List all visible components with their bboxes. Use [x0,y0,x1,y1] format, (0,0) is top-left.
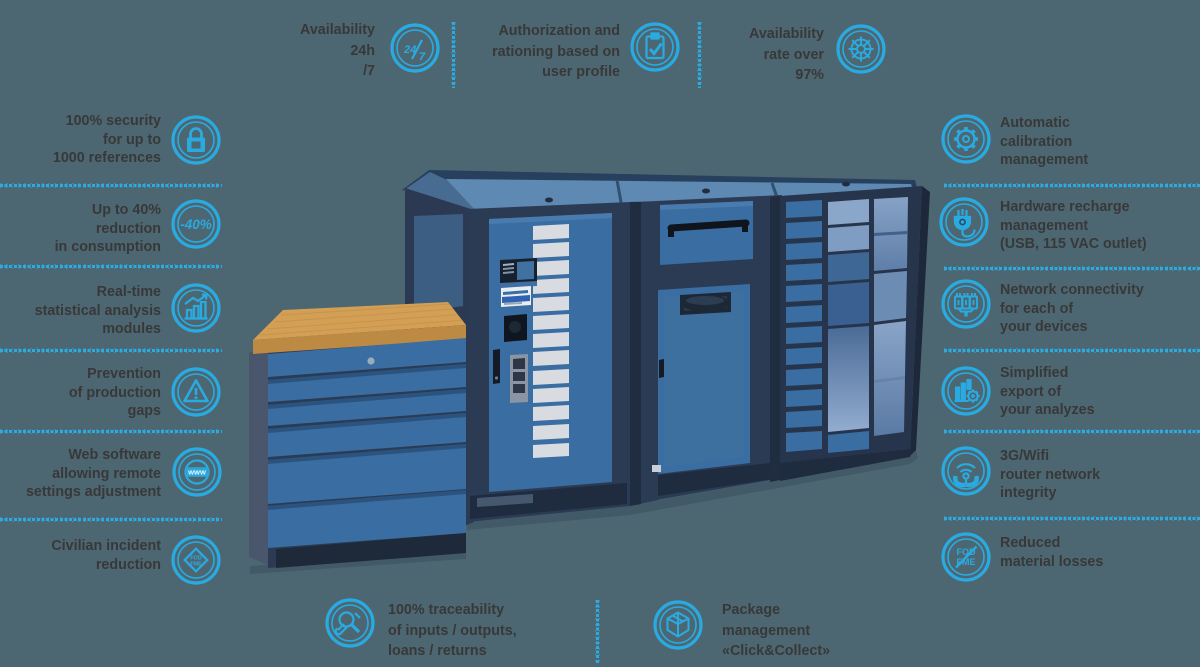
svg-text:24: 24 [403,44,416,56]
svg-text:FOD: FOD [190,556,202,562]
svg-text:FME: FME [190,562,202,568]
svg-text:www: www [187,468,206,477]
svg-text:-40%: -40% [180,217,212,232]
svg-text:7: 7 [419,51,426,63]
svg-text:FOD: FOD [957,547,976,557]
svg-text:FME: FME [957,557,976,567]
